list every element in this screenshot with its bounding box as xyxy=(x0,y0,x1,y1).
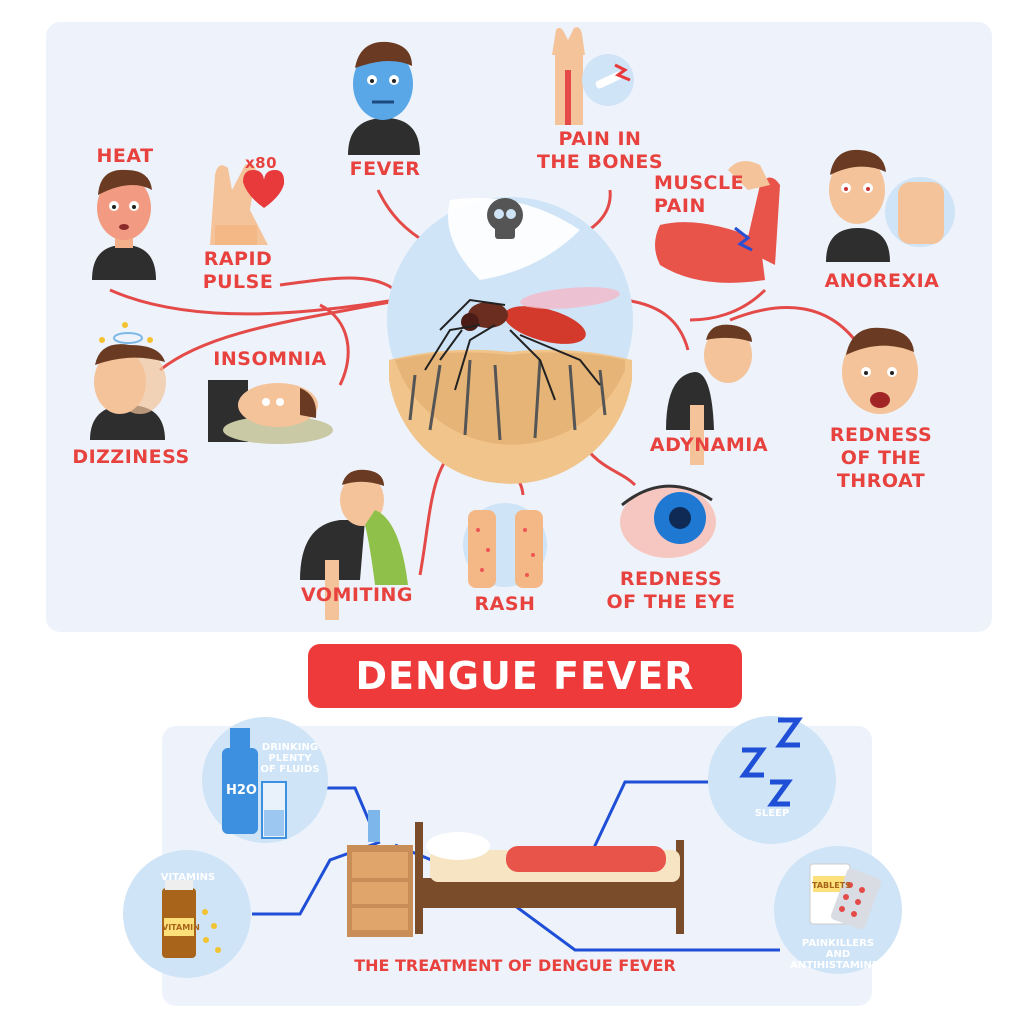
bone-icon xyxy=(595,63,631,89)
label-dizziness: DIZZINESS xyxy=(72,446,190,468)
label-fluids: DRINKING PLENTY OF FLUIDS xyxy=(260,742,320,775)
label-vitamins: VITAMINS xyxy=(160,872,216,883)
treatment-title: THE TREATMENT OF DENGUE FEVER xyxy=(354,956,676,975)
fever-person xyxy=(348,41,420,155)
label-muscle-pain: MUSCLE PAIN xyxy=(654,172,745,217)
muscle-arm xyxy=(655,161,780,283)
label-vomiting: VOMITING xyxy=(300,584,414,606)
rash-hands xyxy=(463,503,547,588)
label-throat: REDNESS OF THE THROAT xyxy=(829,424,933,492)
label-rapid-pulse: RAPID PULSE xyxy=(202,248,274,293)
water-bottle-icon xyxy=(222,728,287,839)
label-sleep: SLEEP xyxy=(754,808,790,819)
label-tablets: TABLETS xyxy=(812,881,851,890)
label-eye: REDNESS OF THE EYE xyxy=(606,568,736,613)
heart-icon xyxy=(243,170,285,208)
mosquito-circle xyxy=(387,197,633,484)
vomiting-person xyxy=(300,469,408,620)
tablets-icon xyxy=(809,863,882,930)
label-vitamin-jar: VITAMIN xyxy=(162,923,200,932)
anorexia-person xyxy=(826,149,955,262)
bed-icon xyxy=(415,822,684,934)
label-rash: RASH xyxy=(474,593,536,615)
label-fever: FEVER xyxy=(349,158,421,180)
heat-person xyxy=(92,169,156,280)
label-heat: HEAT xyxy=(96,145,154,167)
label-h2o: H2O xyxy=(226,783,257,798)
eye-icon xyxy=(620,484,716,558)
label-painkillers: PAINKILLERS AND ANTIHISTAMINES xyxy=(790,938,886,971)
skull-icon xyxy=(487,198,523,239)
page-title: DENGUE FEVER xyxy=(308,644,742,708)
throat-person xyxy=(842,327,918,414)
nightstand xyxy=(347,810,413,937)
mosquito-icon xyxy=(424,287,620,401)
vitamin-jar-icon xyxy=(162,880,221,958)
insomnia-person xyxy=(208,380,333,444)
dizziness-person xyxy=(90,322,166,440)
adynamia-person xyxy=(666,324,752,465)
label-bone-pain: PAIN IN THE BONES xyxy=(536,128,664,173)
label-insomnia: INSOMNIA xyxy=(213,348,327,370)
label-pulse-count: x80 xyxy=(244,154,278,172)
label-anorexia: ANOREXIA xyxy=(824,270,940,292)
label-adynamia: ADYNAMIA xyxy=(649,434,769,456)
zzz-icon xyxy=(739,717,803,807)
